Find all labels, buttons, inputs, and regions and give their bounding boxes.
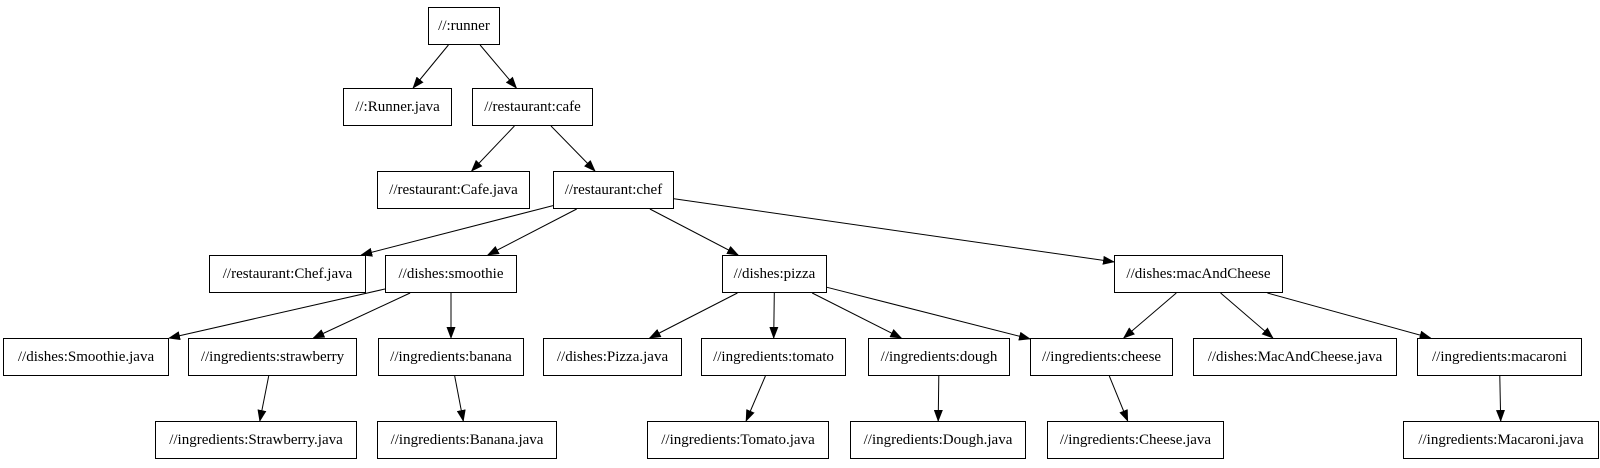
graph-node-chef-java: //restaurant:Chef.java bbox=[209, 255, 366, 293]
edge-chef-to-mac-and-cheese bbox=[673, 198, 1115, 265]
graph-node-tomato: //ingredients:tomato bbox=[701, 338, 846, 376]
edge-smoothie-to-strawberry bbox=[312, 292, 411, 339]
edge-chef-to-pizza bbox=[649, 208, 739, 256]
edge-mac-and-cheese-to-mac-and-cheese-java bbox=[1220, 292, 1274, 339]
graph-node-smoothie-java: //dishes:Smoothie.java bbox=[3, 338, 169, 376]
graph-node-cafe: //restaurant:cafe bbox=[472, 88, 593, 126]
graph-node-runner: //:runner bbox=[428, 7, 500, 45]
graph-node-pizza-java: //dishes:Pizza.java bbox=[543, 338, 682, 376]
graph-node-chef: //restaurant:chef bbox=[553, 171, 674, 209]
edge-mac-and-cheese-to-cheese bbox=[1122, 292, 1177, 339]
edge-strawberry-to-strawberry-java bbox=[257, 375, 270, 422]
graph-node-pizza: //dishes:pizza bbox=[722, 255, 827, 293]
graph-node-tomato-java: //ingredients:Tomato.java bbox=[647, 421, 829, 459]
graph-node-banana-java: //ingredients:Banana.java bbox=[377, 421, 557, 459]
graph-node-cafe-java: //restaurant:Cafe.java bbox=[377, 171, 530, 209]
edge-pizza-to-dough bbox=[811, 292, 903, 339]
graph-node-dough-java: //ingredients:Dough.java bbox=[850, 421, 1026, 459]
graph-node-cheese: //ingredients:cheese bbox=[1030, 338, 1173, 376]
graph-node-runner-java: //:Runner.java bbox=[343, 88, 452, 126]
edge-runner-to-runner-java bbox=[412, 44, 449, 89]
graph-node-mac-and-cheese-java: //dishes:MacAndCheese.java bbox=[1193, 338, 1397, 376]
graph-node-dough: //ingredients:dough bbox=[868, 338, 1010, 376]
edge-tomato-to-tomato-java bbox=[745, 375, 766, 422]
edge-pizza-to-tomato bbox=[769, 292, 779, 339]
edge-cafe-to-cafe-java bbox=[470, 125, 515, 172]
edge-smoothie-to-smoothie-java bbox=[168, 288, 386, 341]
graph-node-macaroni-java: //ingredients:Macaroni.java bbox=[1403, 421, 1599, 459]
edge-chef-to-chef-java bbox=[360, 205, 554, 257]
graph-node-strawberry: //ingredients:strawberry bbox=[188, 338, 357, 376]
graph-node-strawberry-java: //ingredients:Strawberry.java bbox=[155, 421, 357, 459]
edge-cafe-to-chef bbox=[550, 125, 596, 172]
edge-runner-to-cafe bbox=[479, 44, 518, 89]
edge-pizza-to-cheese bbox=[826, 286, 1031, 341]
graph-node-banana: //ingredients:banana bbox=[378, 338, 524, 376]
edge-dough-to-dough-java bbox=[933, 375, 943, 422]
edge-banana-to-banana-java bbox=[454, 375, 466, 422]
edge-chef-to-smoothie bbox=[486, 208, 577, 256]
graph-node-mac-and-cheese: //dishes:macAndCheese bbox=[1114, 255, 1283, 293]
edge-mac-and-cheese-to-macaroni bbox=[1267, 292, 1432, 340]
edge-cheese-to-cheese-java bbox=[1108, 375, 1129, 422]
graph-node-smoothie: //dishes:smoothie bbox=[385, 255, 517, 293]
edge-group bbox=[168, 44, 1505, 422]
edge-pizza-to-pizza-java bbox=[648, 292, 738, 339]
graph-node-cheese-java: //ingredients:Cheese.java bbox=[1047, 421, 1224, 459]
edge-macaroni-to-macaroni-java bbox=[1495, 375, 1505, 422]
graph-node-macaroni: //ingredients:macaroni bbox=[1417, 338, 1582, 376]
